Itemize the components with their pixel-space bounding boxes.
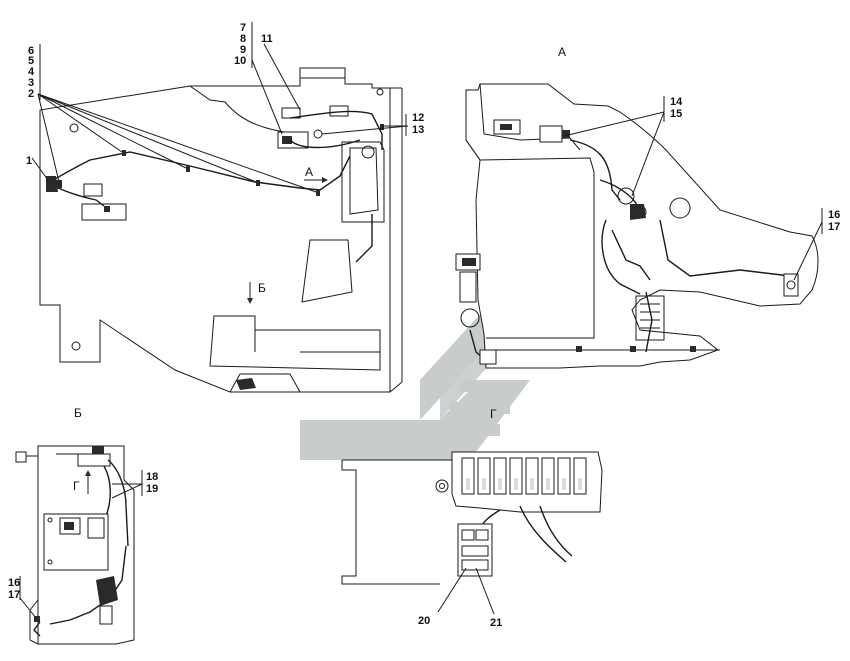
callout-4: 4 [28, 66, 35, 78]
callout-15: 15 [670, 108, 682, 120]
callout-7: 7 [240, 22, 246, 34]
callout-9: 9 [240, 44, 246, 56]
view-b-title: Б [74, 406, 82, 420]
view-arrow-b-label: Б [258, 281, 266, 295]
callout-17-b: 17 [8, 589, 20, 601]
callout-11: 11 [261, 33, 273, 45]
callout-2: 2 [28, 88, 34, 100]
callout-3: 3 [28, 77, 34, 89]
callout-6: 6 [28, 45, 34, 57]
view-b [15, 445, 143, 645]
main-view [31, 22, 409, 393]
callout-5: 5 [28, 55, 34, 67]
callout-8: 8 [240, 33, 246, 45]
view-a-title: А [558, 45, 566, 59]
callout-13: 13 [412, 124, 424, 136]
callout-1: 1 [26, 155, 32, 167]
callout-12: 12 [412, 112, 424, 124]
fuse-block [461, 457, 587, 495]
callout-20: 20 [418, 615, 430, 627]
view-g [341, 451, 603, 615]
callout-18: 18 [146, 471, 158, 483]
callout-14: 14 [670, 96, 683, 108]
callout-21: 21 [490, 617, 502, 629]
callout-19: 19 [146, 483, 158, 495]
view-arrow-a-label: А [305, 165, 313, 179]
view-g-title: Г [490, 407, 497, 421]
view-a [455, 83, 823, 369]
callout-16-b: 16 [8, 577, 20, 589]
callout-17-a: 17 [828, 221, 840, 233]
callout-16-a: 16 [828, 209, 840, 221]
leader-fan [31, 44, 317, 193]
view-arrow-g-label: Г [73, 479, 80, 493]
callout-10: 10 [234, 55, 246, 67]
